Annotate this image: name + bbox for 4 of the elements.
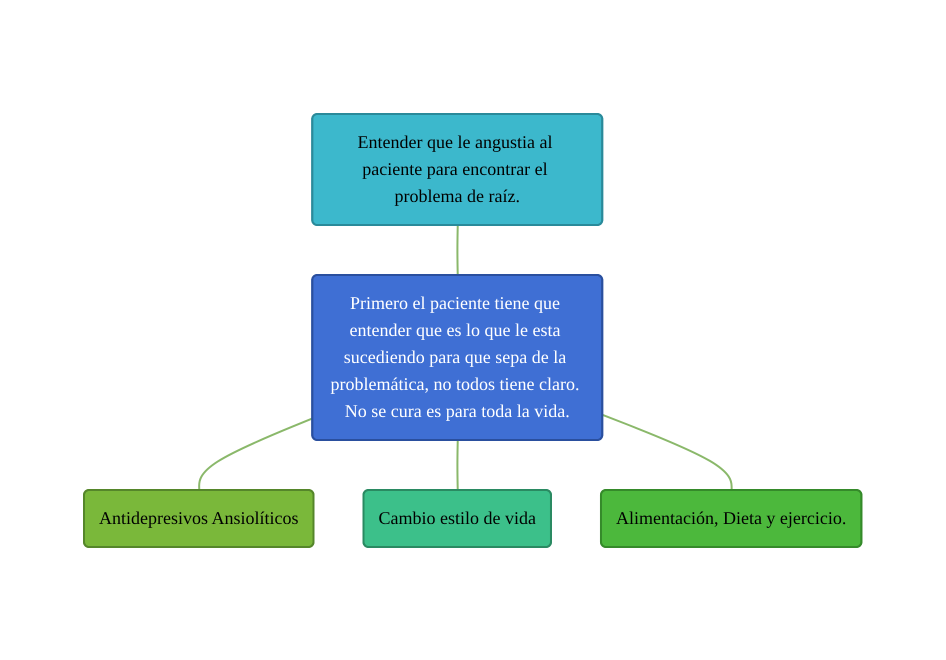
connector <box>198 416 314 490</box>
connector <box>602 413 733 490</box>
connector <box>456 224 460 276</box>
connector <box>456 440 460 490</box>
